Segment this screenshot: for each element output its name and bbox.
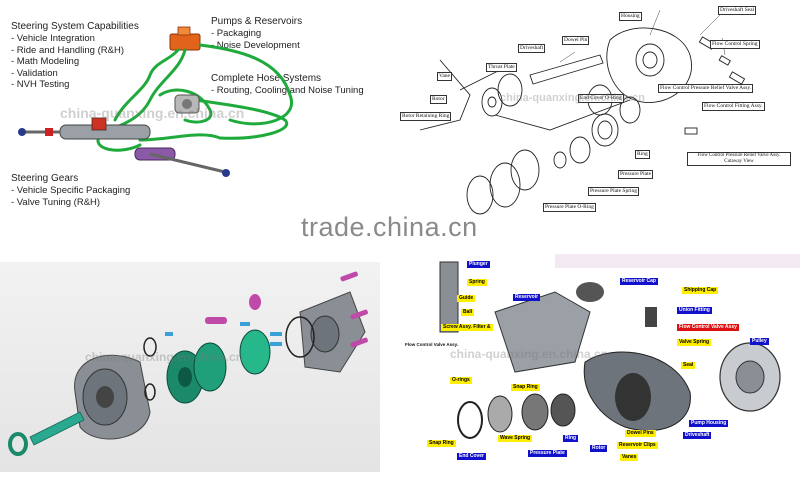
label-pressure-plate-spring: Pressure Plate Spring	[588, 187, 640, 196]
label-pump-housing: Pump Housing	[689, 420, 729, 427]
label-snap-ring-upper: Snap Ring	[511, 384, 540, 391]
label-flow-control-spring: Flow Control Spring	[710, 40, 760, 49]
capability-item: - NVH Testing	[11, 79, 70, 90]
label-dowel-pins: Dowel Pins	[625, 430, 656, 437]
panel-watermark: china-quanxing.en.china.cn	[500, 92, 645, 104]
label-end-cover-o-ring: End Cover O-Ring	[578, 94, 624, 103]
label-rotor: Rotor	[430, 95, 447, 104]
panel-watermark: china-quanxing.en.china.cn	[60, 105, 245, 121]
capability-item: - Vehicle Integration	[11, 33, 95, 44]
capability-item: - Math Modeling	[11, 56, 80, 67]
label-pressure-plate: Pressure Plate	[528, 450, 567, 457]
capability-item: - Validation	[11, 67, 58, 79]
label-fc-fitting: Flow Control Fitting Assy.	[702, 102, 765, 111]
label-screw-filter: Screw Assy. Filter &	[441, 324, 493, 331]
pumps-block: Pumps & Reservoirs - Packaging - Noise D…	[211, 16, 302, 51]
label-reservoir: Reservoir	[513, 294, 541, 301]
hoses-title: Complete Hose Systems	[211, 73, 322, 84]
label-pressure-plate-o-ring: Pressure Plate O-Ring	[543, 203, 596, 212]
pumps-title: Pumps & Reservoirs	[211, 16, 303, 27]
gears-title: Steering Gears	[11, 173, 79, 184]
steering-system-illustration	[18, 26, 294, 177]
label-spring: Spring	[467, 279, 487, 286]
capabilities-block: Steering System Capabilities - Vehicle I…	[11, 21, 139, 91]
label-o-rings: O-rings	[450, 377, 472, 384]
label-seal: Seal	[681, 362, 696, 369]
label-rotor: Rotor	[590, 445, 608, 452]
label-reservoir-cap: Reservoir Cap	[620, 278, 658, 285]
label-driveshaft: Driveshaft	[683, 432, 712, 439]
panel-watermark: china-quanxing.en.china.cn	[85, 350, 244, 364]
label-vane: Vane	[437, 72, 452, 81]
label-end-cover: End Cover	[457, 453, 487, 460]
label-dowel-pin: Dowel Pin	[562, 36, 590, 45]
label-pressure-plate: Pressure Plate	[618, 170, 654, 179]
label-valve-spring: Valve Spring	[677, 339, 712, 346]
label-ring: Ring	[635, 150, 650, 159]
pumps-item: - Packaging	[211, 28, 262, 39]
label-vanes: Vanes	[620, 454, 639, 461]
label-reservoir-clips: Reservoir Clips	[617, 442, 658, 449]
steering-system-panel: Steering System Capabilities - Vehicle I…	[0, 0, 400, 222]
label-pulley: Pulley	[750, 338, 769, 345]
label-cutaway-view: Flow Control Pressure Relief Valve Assy.…	[687, 152, 791, 166]
label-wave-spring: Wave Spring	[498, 435, 533, 442]
pump-colored-panel: Flow Control Valve Assy. Plunger Spring …	[405, 252, 800, 479]
label-plunger: Plunger	[467, 261, 490, 268]
label-union-fitting: Union Fitting	[677, 307, 712, 314]
label-driveshaft: Driveshaft	[518, 44, 546, 53]
flow-control-caption: Flow Control Valve Assy.	[405, 342, 459, 347]
pump-exploded-drawing	[419, 9, 746, 215]
label-housing: Housing	[619, 12, 642, 21]
cad-exploded-illustration	[8, 271, 368, 456]
pump-colored-illustration	[439, 254, 800, 439]
label-rotor-retaining-ring: Rotor Retaining Ring	[400, 112, 452, 121]
capabilities-title: Steering System Capabilities	[11, 21, 139, 32]
label-shipping-cap: Shipping Cap	[682, 287, 719, 294]
gears-block: Steering Gears - Vehicle Specific Packag…	[11, 173, 130, 208]
panel-watermark: china-quanxing.en.china.cn	[450, 347, 609, 361]
pumps-item: - Noise Development	[211, 39, 300, 51]
pump-exploded-panel: Housing Driveshaft Seal Driveshaft Dowel…	[400, 0, 800, 222]
label-fc-pressure-relief-valve: Flow Control Pressure Relief Valve Assy.	[658, 84, 754, 93]
label-snap-ring-lower: Snap Ring	[427, 440, 456, 447]
label-ball: Ball	[461, 309, 475, 316]
cad-exploded-panel: china-quanxing.en.china.cn	[0, 262, 380, 472]
gears-item: - Vehicle Specific Packaging	[11, 185, 131, 196]
label-driveshaft-seal: Driveshaft Seal	[718, 6, 757, 15]
gears-item: - Valve Tuning (R&H)	[11, 196, 101, 208]
label-thrust-plate: Thrust Plate	[486, 63, 517, 72]
label-flow-control-valve-assy: Flow Control Valve Assy	[677, 324, 739, 331]
capability-item: - Ride and Handling (R&H)	[11, 44, 124, 56]
label-ring: Ring	[563, 435, 579, 442]
site-watermark: trade.china.cn	[301, 212, 478, 242]
label-guide: Guide	[457, 295, 476, 302]
